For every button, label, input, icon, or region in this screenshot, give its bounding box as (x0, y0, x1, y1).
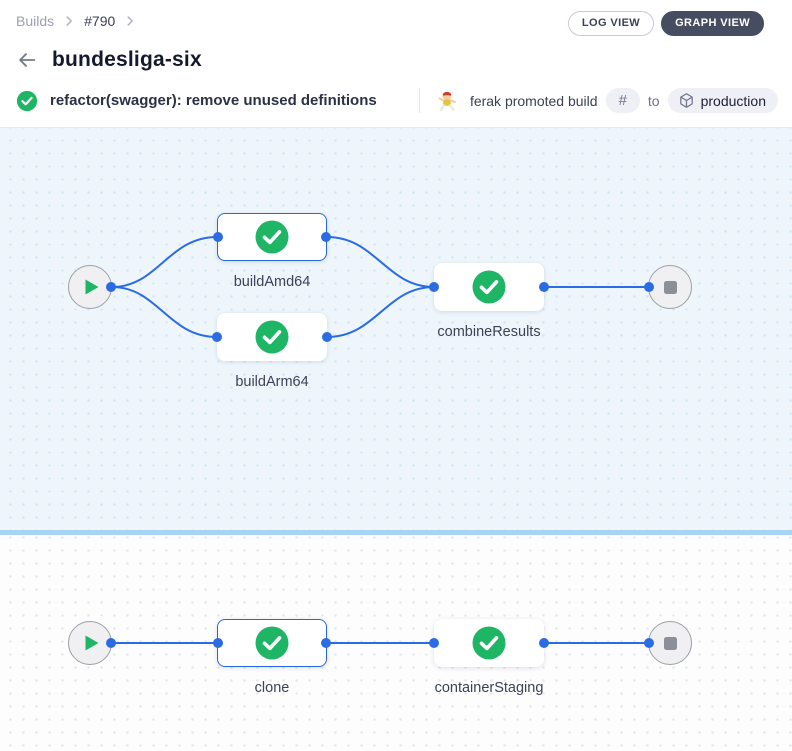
step-node-containerStaging[interactable]: containerStaging (429, 619, 549, 699)
stop-icon (663, 636, 677, 650)
step-label: containerStaging (434, 680, 544, 697)
pipeline-divider (0, 530, 792, 536)
pipeline-start-node[interactable] (68, 265, 116, 310)
pipeline-2-edges (112, 642, 648, 645)
pipeline-1-edges (111, 236, 648, 339)
connector-port (213, 638, 223, 649)
step-label: buildAmd64 (233, 274, 311, 291)
breadcrumb: Builds #790 (16, 11, 137, 29)
environment-badge[interactable]: production (667, 88, 778, 114)
build-number-badge[interactable]: # (605, 88, 640, 114)
page-header: Builds #790 LOG VIEW GRAPH VIEW bundesli… (0, 0, 792, 129)
check-circle-icon (471, 269, 507, 305)
step-label: combineResults (437, 324, 541, 341)
pipeline-start-node[interactable] (68, 621, 116, 666)
check-circle-icon (254, 219, 290, 255)
step-label: clone (254, 680, 290, 697)
check-circle-icon (471, 625, 507, 661)
connector-port (321, 232, 331, 243)
pipeline-1-canvas[interactable]: buildAmd64 buildArm64 combineResults (0, 128, 792, 531)
connector-port (106, 282, 116, 293)
check-circle-icon (254, 319, 290, 355)
chevron-right-icon (123, 14, 137, 28)
connector-port (539, 638, 549, 649)
pipeline-end-node[interactable] (644, 621, 692, 666)
page-title: bundesliga-six (52, 48, 202, 72)
connector-port (429, 282, 439, 293)
log-view-button[interactable]: LOG VIEW (567, 11, 655, 37)
graph-view-button[interactable]: GRAPH VIEW (661, 11, 764, 37)
breadcrumb-build-number[interactable]: #790 (84, 13, 116, 29)
connector-port (429, 638, 439, 649)
promotion-connector: to (647, 92, 660, 109)
environment-name: production (700, 92, 766, 109)
connector-port (539, 282, 549, 293)
view-toggle: LOG VIEW GRAPH VIEW (567, 11, 764, 37)
user-avatar[interactable] (436, 89, 460, 113)
connector-port (321, 638, 331, 649)
step-node-clone[interactable]: clone (213, 619, 331, 699)
breadcrumb-builds[interactable]: Builds (16, 13, 55, 29)
pipeline-end-node[interactable] (644, 265, 692, 310)
connector-port (644, 282, 654, 293)
chevron-right-icon (62, 14, 76, 28)
pipeline-2-canvas[interactable]: clone containerStaging (0, 535, 792, 751)
check-circle-icon (254, 625, 290, 661)
connector-port (644, 638, 654, 649)
commit-message: refactor(swagger): remove unused definit… (50, 92, 377, 110)
connector-port (212, 332, 222, 343)
step-node-combineResults[interactable]: combineResults (429, 263, 549, 343)
back-arrow-icon[interactable] (16, 49, 38, 71)
build-success-icon (16, 90, 38, 112)
promotion-text: ferak promoted build (469, 92, 598, 109)
play-icon (84, 278, 100, 296)
connector-port (322, 332, 332, 343)
connector-port (213, 232, 223, 243)
step-label: buildArm64 (235, 374, 309, 391)
play-icon (84, 634, 100, 652)
step-node-buildAmd64[interactable]: buildAmd64 (213, 213, 331, 293)
connector-port (106, 638, 116, 649)
package-icon (678, 92, 695, 109)
step-node-buildArm64[interactable]: buildArm64 (212, 313, 332, 393)
stop-icon (663, 280, 677, 294)
promotion-info: ferak promoted build # to production (418, 88, 778, 114)
